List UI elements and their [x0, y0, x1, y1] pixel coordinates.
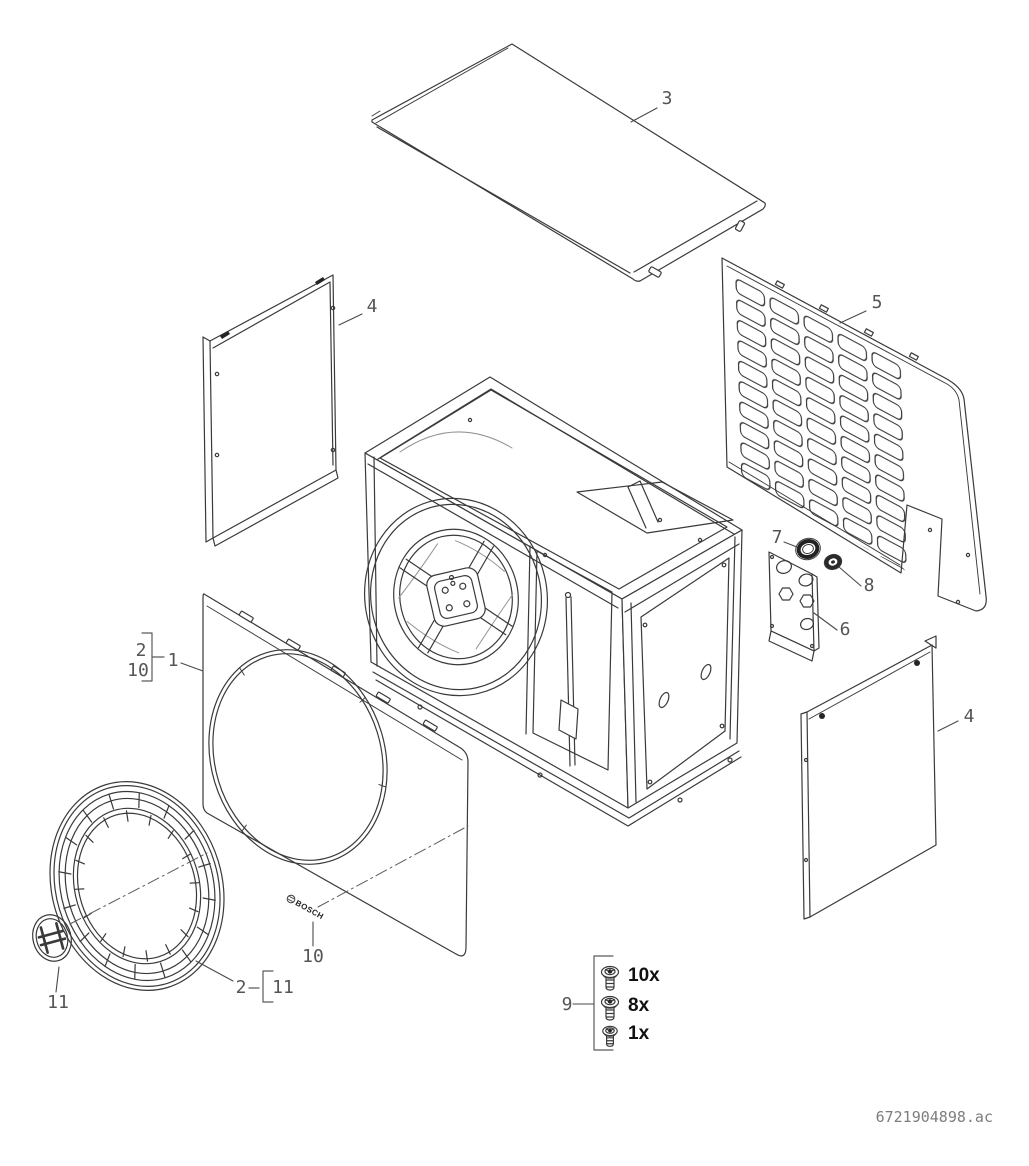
screw-qty-8x: 8x: [628, 995, 650, 1016]
callout-logo-plate: 10: [302, 946, 324, 967]
left-side-panel-part: [203, 275, 338, 546]
fan-guard-ring-part: [25, 760, 250, 1012]
screw-8x-icon: [600, 995, 620, 1021]
document-reference: 6721904898.ac: [876, 1108, 993, 1126]
rear-grille-panel-part: [722, 258, 986, 611]
screw-1x-icon: [602, 1025, 618, 1047]
callout-left-panel: 4: [367, 296, 378, 317]
screw-set-callout: 9: [562, 994, 573, 1015]
screw-qty-10x: 10x: [628, 965, 660, 986]
bosch-logo-text: BOSCH: [294, 898, 325, 921]
callout-front-panel: 1: [168, 650, 179, 671]
screw-qty-1x: 1x: [628, 1023, 650, 1044]
callout-grommet-small: 8: [864, 575, 875, 596]
callouts: 3 4 5 7 8 6 4 2 10 1 2 11 10 11: [47, 88, 974, 1013]
grommet-large-part: [793, 535, 823, 563]
callout-rear-grille: 5: [872, 292, 883, 313]
callout-group-fan-guard-ref: 2: [136, 640, 147, 661]
callout-fan-guard: 2: [236, 977, 247, 998]
callout-grommet-large: 7: [772, 527, 783, 548]
grommet-small-part: [822, 552, 843, 572]
front-panel-part: BOSCH: [183, 594, 468, 956]
callout-emblem-ref: 11: [272, 977, 294, 998]
top-cover-part: [372, 44, 765, 281]
right-side-panel-part: [801, 636, 936, 919]
callout-bosch-emblem: 11: [47, 992, 69, 1013]
callout-connection-plate: 6: [840, 619, 851, 640]
callout-top-cover: 3: [662, 88, 673, 109]
connection-plate-part: [769, 552, 819, 661]
bosch-logo-plate: BOSCH: [285, 894, 325, 921]
fan-assembly: [345, 480, 567, 714]
screw-10x-icon: [600, 965, 620, 991]
callout-group-logo-ref: 10: [127, 660, 149, 681]
bosch-emblem-part: [28, 910, 77, 965]
screw-set: 9 10x 8x 1x: [562, 956, 660, 1050]
main-unit-assembly: [345, 377, 742, 826]
callout-right-panel: 4: [964, 706, 975, 727]
